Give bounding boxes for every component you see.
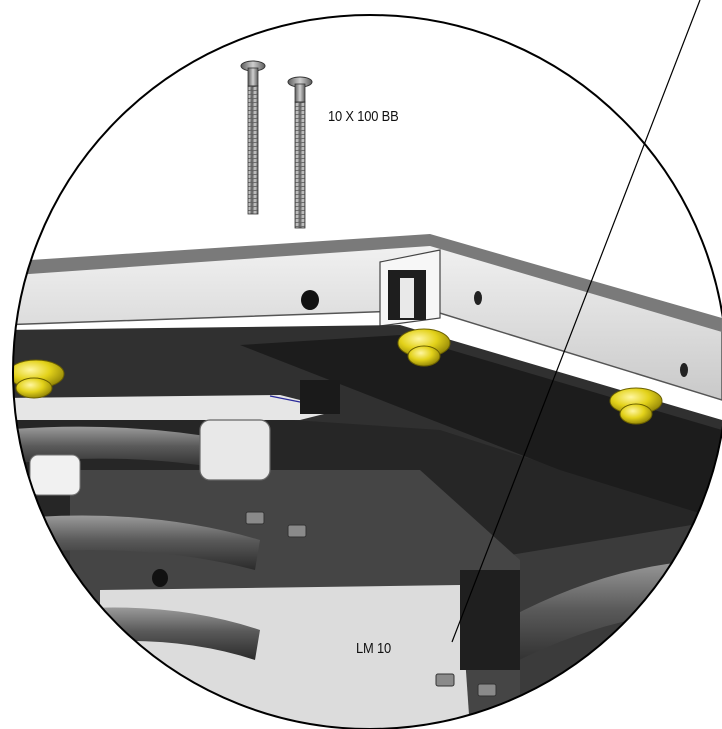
nut-icon xyxy=(245,511,307,538)
spring-mount xyxy=(29,454,81,496)
bolt-hole xyxy=(474,291,482,305)
rubber-foot-icon xyxy=(609,387,663,425)
bolt-icon xyxy=(240,60,266,215)
detail-circle xyxy=(12,14,722,729)
spring-mount xyxy=(199,419,271,481)
nut-icon xyxy=(435,673,497,697)
bolt-hole xyxy=(301,290,319,310)
bolt-hole xyxy=(152,569,168,587)
rubber-foot-icon xyxy=(397,328,451,367)
nut-callout-label: LM 10 xyxy=(356,640,392,657)
rubber-foot-icon xyxy=(13,359,65,399)
bolt-hole xyxy=(680,363,688,377)
bolt-icon xyxy=(287,76,313,229)
bracket xyxy=(460,570,520,670)
spring-tube xyxy=(13,515,260,570)
bolt-callout-label: 10 X 100 BB xyxy=(328,108,399,125)
leader-line xyxy=(451,0,701,643)
underside-slab xyxy=(13,325,722,520)
